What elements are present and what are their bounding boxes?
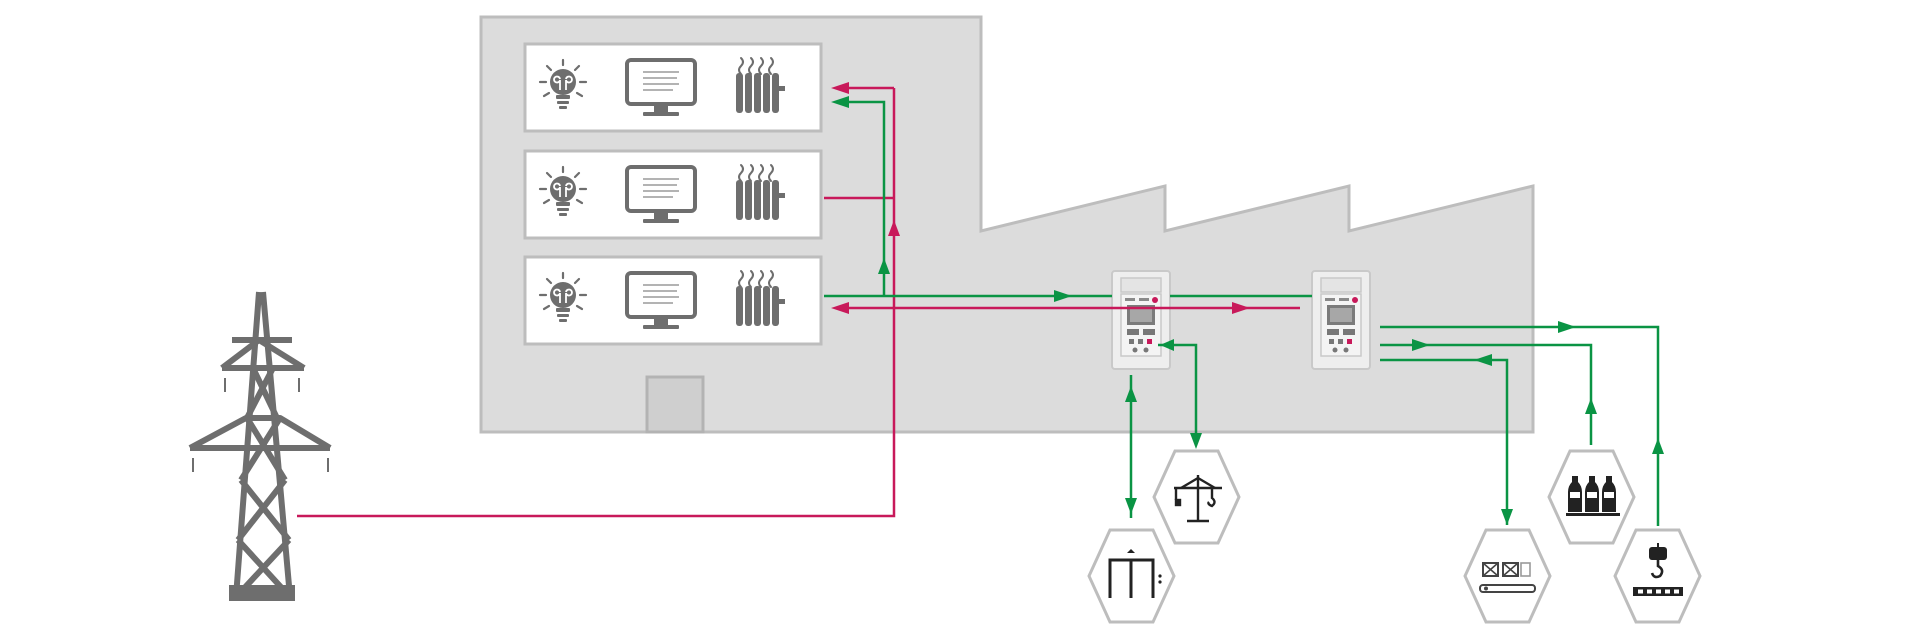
elevator-icon	[1108, 549, 1162, 598]
grid-energy-arrowheads	[831, 82, 1250, 314]
bottling-line-node	[1547, 449, 1636, 545]
grid-energy-lines	[297, 86, 1300, 518]
regenerative-drive-unit-icon	[1111, 270, 1171, 370]
conveyor-icon	[1479, 562, 1536, 593]
recovered-energy-arrowheads	[831, 96, 1664, 525]
consumer-panel-bottom	[523, 255, 823, 346]
regenerative-drive-unit-icon	[1311, 270, 1371, 370]
overhead-crane-hook-icon	[1633, 543, 1683, 596]
consumer-panel-top	[523, 42, 823, 133]
power-pylon-icon	[188, 291, 332, 600]
tower-crane-icon	[1174, 475, 1222, 523]
elevator-node	[1087, 528, 1176, 624]
consumer-panel-middle	[523, 149, 823, 240]
overhead-crane-node	[1613, 528, 1702, 624]
pylon-base	[229, 585, 295, 601]
pylon-insulators	[192, 378, 329, 472]
bottling-line-icon	[1566, 476, 1620, 516]
factory-door	[645, 375, 705, 434]
conveyor-node	[1463, 528, 1552, 624]
tower-crane-node	[1152, 449, 1241, 545]
